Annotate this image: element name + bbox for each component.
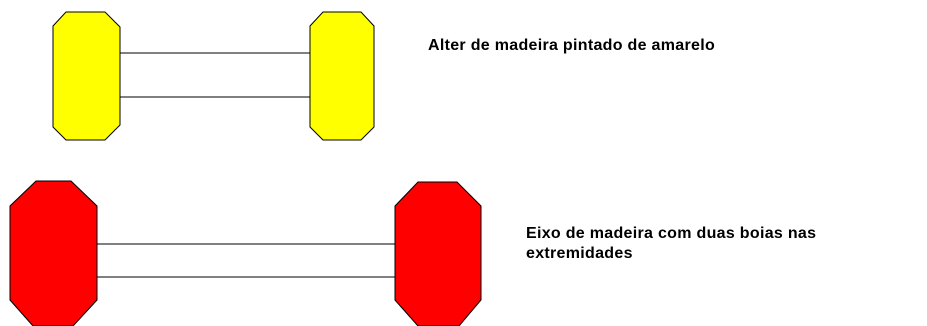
caption-red-axle-line-2: extremidades	[526, 245, 633, 262]
caption-red-axle: Eixo de madeira com duas boias nas extre…	[526, 224, 816, 264]
yellow-dumbbell-left-weight	[52, 11, 121, 141]
red-axle-left-buoy	[9, 180, 98, 326]
yellow-dumbbell	[52, 11, 375, 141]
caption-red-axle-line-1: Eixo de madeira com duas boias nas	[526, 225, 817, 242]
red-axle	[9, 180, 482, 326]
red-axle-bar	[95, 243, 399, 278]
red-axle-right-buoy	[394, 181, 482, 326]
caption-yellow-dumbbell-line: Alter de madeira pintado de amarelo	[428, 37, 716, 54]
caption-yellow-dumbbell: Alter de madeira pintado de amarelo	[428, 36, 715, 56]
yellow-dumbbell-right-weight	[309, 11, 375, 141]
yellow-dumbbell-bar	[118, 52, 313, 98]
